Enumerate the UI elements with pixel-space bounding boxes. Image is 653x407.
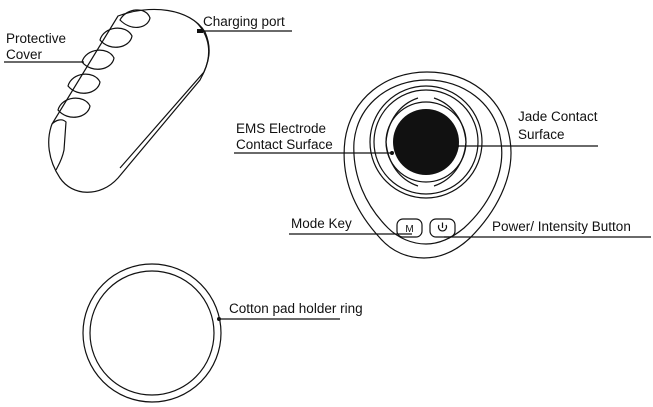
charging-port-label: Charging port [203,14,285,29]
cotton-ring-label: Cotton pad holder ring [229,301,363,316]
mode-key-label: Mode Key [291,216,352,231]
protective-cover-label-2: Cover [6,47,43,62]
power-intensity-label: Power/ Intensity Button [492,219,631,234]
protective-cover-label-1: Protective [6,31,66,46]
ems-label-1: EMS Electrode [236,121,326,136]
protective-cover-illustration [48,8,210,193]
jade-label-2: Surface [518,127,565,142]
jade-contact-disk [393,109,459,175]
jade-label-1: Jade Contact [518,109,598,124]
ems-leader-dot [390,151,394,155]
device-illustration: M [343,71,512,259]
power-key-shape [429,218,456,238]
mode-key-shape [396,218,423,238]
cotton-ring-leader-dot [217,317,221,321]
cotton-pad-ring-illustration [82,263,222,403]
mode-key-letter: M [405,224,413,235]
ems-label-2: Contact Surface [236,137,333,152]
jade-leader-dot [455,144,459,148]
power-icon [437,222,448,232]
